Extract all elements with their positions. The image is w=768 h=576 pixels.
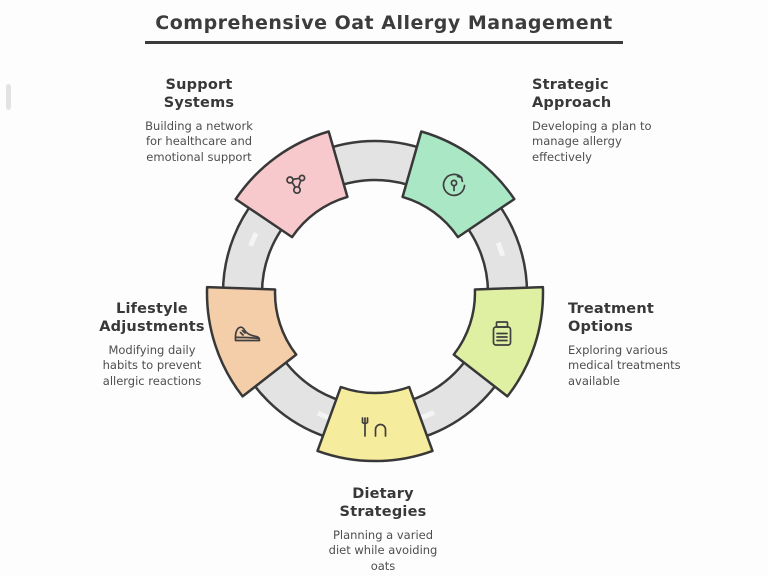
strategy-pin-icon: [442, 173, 466, 197]
segment-strategic-approach: [401, 130, 516, 239]
segment-description: Exploring various medical treatments ava…: [568, 343, 681, 388]
label-lifestyle-adjustments: Lifestyle Adjustments Modifying daily ha…: [93, 300, 211, 389]
segment-description: Planning a varied diet while avoiding oa…: [328, 528, 438, 573]
segment-dietary-strategies: [316, 385, 434, 463]
segment-description: Building a network for healthcare and em…: [145, 119, 253, 164]
segment-description: Modifying daily habits to prevent allerg…: [102, 343, 202, 388]
segment-title: Treatment Options: [568, 301, 654, 336]
label-strategic-approach: Strategic Approach Developing a plan to …: [532, 76, 668, 165]
segment-title: Lifestyle Adjustments: [99, 301, 205, 336]
segment-lifestyle-adjustments: [205, 285, 298, 398]
segment-title: Strategic Approach: [532, 77, 612, 112]
segment-treatment-options: [452, 285, 545, 398]
label-treatment-options: Treatment Options Exploring various medi…: [568, 300, 696, 389]
scrollbar-thumb[interactable]: [6, 84, 11, 110]
label-dietary-strategies: Dietary Strategies Planning a varied die…: [321, 485, 445, 574]
people-network-icon: [286, 174, 306, 195]
segment-title: Support Systems: [163, 77, 235, 112]
segment-title: Dietary Strategies: [339, 486, 427, 521]
medicine-bottle-icon: [492, 321, 512, 346]
page-title: Comprehensive Oat Allergy Management: [0, 12, 768, 44]
segment-support-systems: [234, 130, 349, 239]
page-title-text: Comprehensive Oat Allergy Management: [145, 12, 623, 44]
segment-description: Developing a plan to manage allergy effe…: [532, 119, 652, 164]
sneaker-icon: [234, 326, 261, 342]
label-support-systems: Support Systems Building a network for h…: [139, 76, 259, 165]
diet-utensils-icon: [361, 417, 387, 437]
